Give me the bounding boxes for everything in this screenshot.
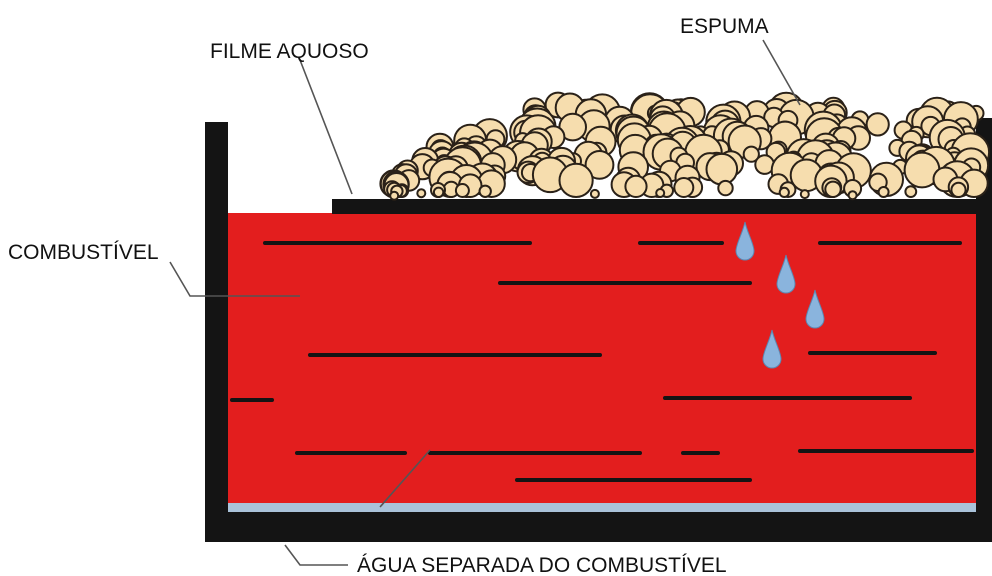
water-droplet-icon [735,221,755,261]
foam-bubble-icon [865,112,890,137]
foam-bubble-icon [824,180,842,199]
foam-bubble-icon [778,186,790,198]
foam-bubble-icon [589,188,600,199]
separated-water-layer [228,503,978,512]
tank-right-wall [976,118,992,542]
aqueous-film-layer [332,199,978,214]
water-droplet-icon [776,254,796,294]
foam-bubble-icon [950,181,967,198]
leader-aqueous-film [299,59,353,195]
label-fuel: COMBUSTÍVEL [8,241,159,264]
foam-bubble-icon [717,179,734,197]
tank-floor [205,512,992,542]
leader-lines [169,39,801,566]
label-foam: ESPUMA [680,15,769,38]
foam-bubble-icon [416,188,427,199]
foam-bubble-icon [705,152,739,186]
foam-bubble-icon [877,186,890,198]
foam-bubble-icon [847,190,858,201]
label-aqueous-film: FILME AQUOSO [210,40,369,63]
foam-bubble-icon [742,145,760,163]
leader-separated-water-bottom [284,544,348,566]
foam-bubble-icon [432,186,445,199]
foam-bubble-icon [655,188,666,198]
foam-bubble-icon [478,184,492,199]
foam-bubbles [379,91,991,201]
fuel-layer [228,213,978,503]
foam-bubble-icon [904,185,918,199]
foam-bubble-icon [799,189,810,200]
water-droplet-icon [805,289,825,329]
water-droplet-icon [762,329,782,369]
foam-bubble-icon [624,174,648,198]
leader-foam [762,39,801,106]
foam-bubble-icon [389,190,400,201]
foam-bubble-icon [454,183,470,198]
water-droplets [735,221,825,369]
tank-left-wall [205,122,228,542]
label-separated-water: ÁGUA SEPARADA DO COMBUSTÍVEL [357,554,727,576]
foam-bubble-icon [673,177,695,198]
foam-bubble-icon [558,162,594,198]
fuel-texture-lines [230,241,974,482]
foam-bubble-icon [584,150,615,180]
leader-separated-water [379,449,431,508]
leader-fuel [169,261,300,297]
